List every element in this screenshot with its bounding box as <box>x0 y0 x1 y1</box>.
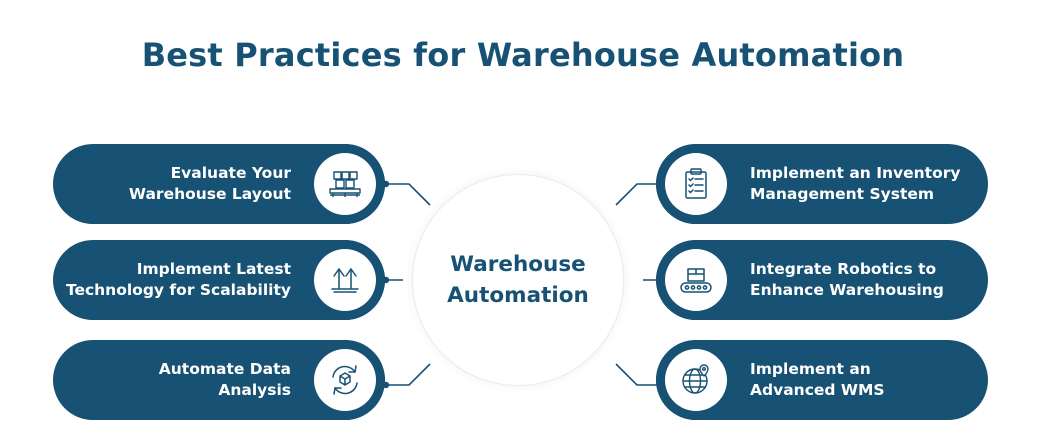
practice-label-line2: Advanced WMS <box>750 381 885 399</box>
practice-label-line2: Technology for Scalability <box>65 281 291 299</box>
practice-label-line1: Evaluate Your <box>170 164 291 182</box>
center-label: Warehouse Automation <box>433 249 603 311</box>
practice-evaluate-layout: Evaluate Your Warehouse Layout <box>53 144 385 224</box>
icon-badge <box>305 240 385 320</box>
practice-label-line1: Integrate Robotics to <box>750 260 937 278</box>
practice-label: Integrate Robotics to Enhance Warehousin… <box>750 240 980 320</box>
practice-label-line2: Management System <box>750 185 935 203</box>
practice-automate-data: Automate Data Analysis <box>53 340 385 420</box>
practice-label-line2: Warehouse Layout <box>128 185 291 203</box>
page-title: Best Practices for Warehouse Automation <box>141 36 905 74</box>
practice-label: Implement an Inventory Management System <box>750 144 980 224</box>
scale-up-arrows-icon <box>331 268 359 293</box>
globe-location-icon <box>682 364 709 394</box>
practice-integrate-robotics: Integrate Robotics to Enhance Warehousin… <box>656 240 988 320</box>
practice-latest-technology: Implement Latest Technology for Scalabil… <box>53 240 385 320</box>
warehouse-boxes-icon <box>329 171 361 197</box>
practice-label-line1: Implement an <box>750 360 871 378</box>
icon-badge <box>656 144 736 224</box>
practice-advanced-wms: Implement an Advanced WMS <box>656 340 988 420</box>
icon-badge <box>305 144 385 224</box>
data-cycle-icon <box>332 365 358 395</box>
practice-label-line2: Analysis <box>218 381 291 399</box>
conveyor-box-icon <box>680 268 712 293</box>
icon-badge <box>656 340 736 420</box>
clipboard-checklist-icon <box>685 168 707 199</box>
practice-label: Evaluate Your Warehouse Layout <box>61 144 291 224</box>
practice-label: Automate Data Analysis <box>61 340 291 420</box>
icon-badge <box>656 240 736 320</box>
center-label-line2: Automation <box>447 283 589 308</box>
practice-label-line2: Enhance Warehousing <box>750 281 944 299</box>
practice-inventory-system: Implement an Inventory Management System <box>656 144 988 224</box>
practice-label: Implement Latest Technology for Scalabil… <box>61 240 291 320</box>
practice-label-line1: Implement an Inventory <box>750 164 961 182</box>
practice-label: Implement an Advanced WMS <box>750 340 980 420</box>
center-hub: Warehouse Automation <box>412 174 624 386</box>
icon-badge <box>305 340 385 420</box>
practice-label-line1: Automate Data <box>158 360 291 378</box>
practice-label-line1: Implement Latest <box>136 260 291 278</box>
center-label-line1: Warehouse <box>450 252 586 277</box>
